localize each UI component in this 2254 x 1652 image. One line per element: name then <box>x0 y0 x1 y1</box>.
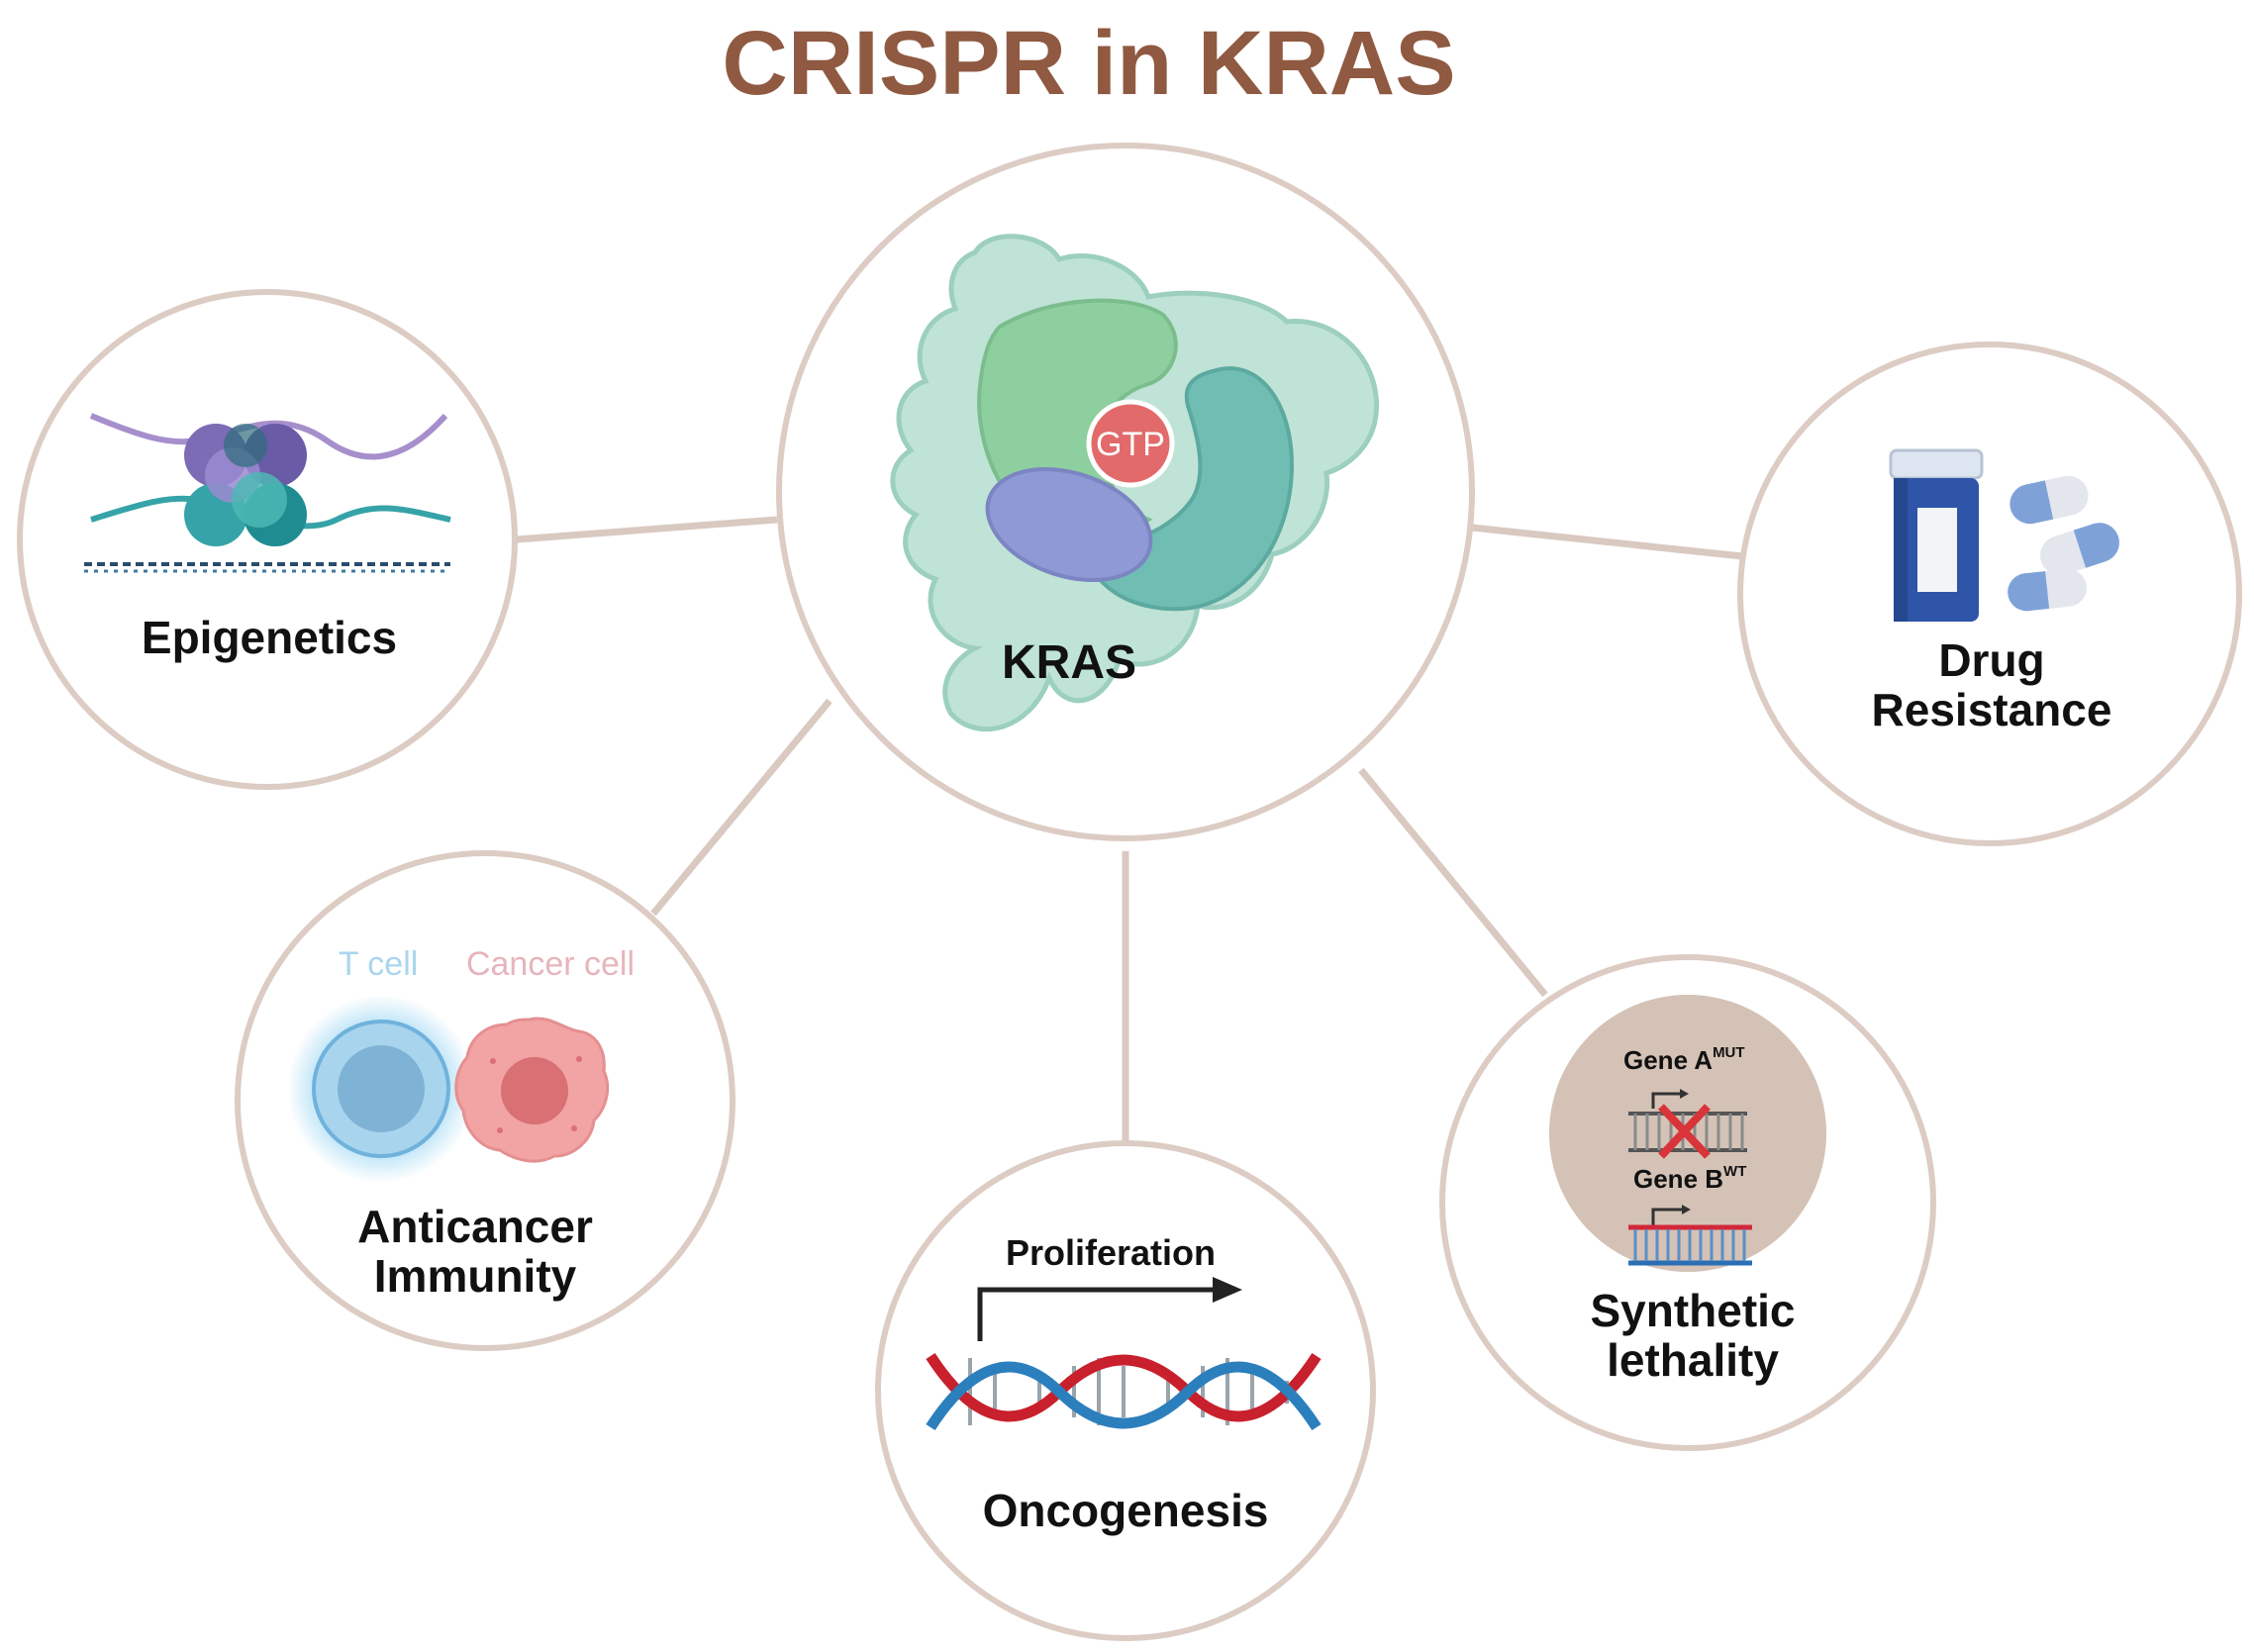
immune-synapse-icon <box>287 995 610 1183</box>
page-title: CRISPR in KRAS <box>722 13 1455 114</box>
nucleosome-icon <box>84 413 451 573</box>
drug-resistance-label-line2: Resistance <box>1872 684 2112 735</box>
gene-b-superscript: WT <box>1723 1163 1746 1180</box>
pill-bottle-icon <box>1889 448 2119 622</box>
proliferation-label: Proliferation <box>1006 1232 1216 1273</box>
synthetic-lethality-label-line2: lethality <box>1607 1334 1779 1386</box>
proliferation-arrow <box>977 1287 1223 1341</box>
gtp-label: GTP <box>1096 426 1165 463</box>
connector-anticancer-immunity <box>650 698 833 917</box>
arrow-head <box>1213 1277 1242 1303</box>
connector-epigenetics <box>516 516 778 543</box>
kras-label: KRAS <box>1002 636 1136 689</box>
drug-resistance-circle <box>1737 341 2242 846</box>
anticancer-immunity-label-line2: Immunity <box>374 1250 577 1302</box>
connectors <box>516 516 1743 1143</box>
drug-resistance-label-line1: Drug <box>1938 634 2044 686</box>
connector-synthetic-lethality <box>1358 767 1548 998</box>
gene-knockout-icon: Gene AMUT Gene BWT <box>1623 1044 1752 1266</box>
kras-protein-icon: GTP <box>890 234 1380 732</box>
synthetic-lethality-label-line1: Synthetic <box>1590 1285 1795 1336</box>
oncogenesis-label: Oncogenesis <box>983 1485 1269 1536</box>
gene-a-superscript: MUT <box>1713 1044 1745 1061</box>
cancer-cell-label: Cancer cell <box>466 945 635 983</box>
t-cell-label: T cell <box>339 945 419 983</box>
dna-helix-icon <box>926 1353 1322 1430</box>
gene-b-label: Gene BWT <box>1633 1163 1746 1194</box>
anticancer-immunity-label-line1: Anticancer <box>357 1201 593 1252</box>
connector-drug-resistance <box>1471 524 1743 560</box>
gene-a-label: Gene AMUT <box>1623 1044 1745 1075</box>
epigenetics-label: Epigenetics <box>142 612 397 663</box>
